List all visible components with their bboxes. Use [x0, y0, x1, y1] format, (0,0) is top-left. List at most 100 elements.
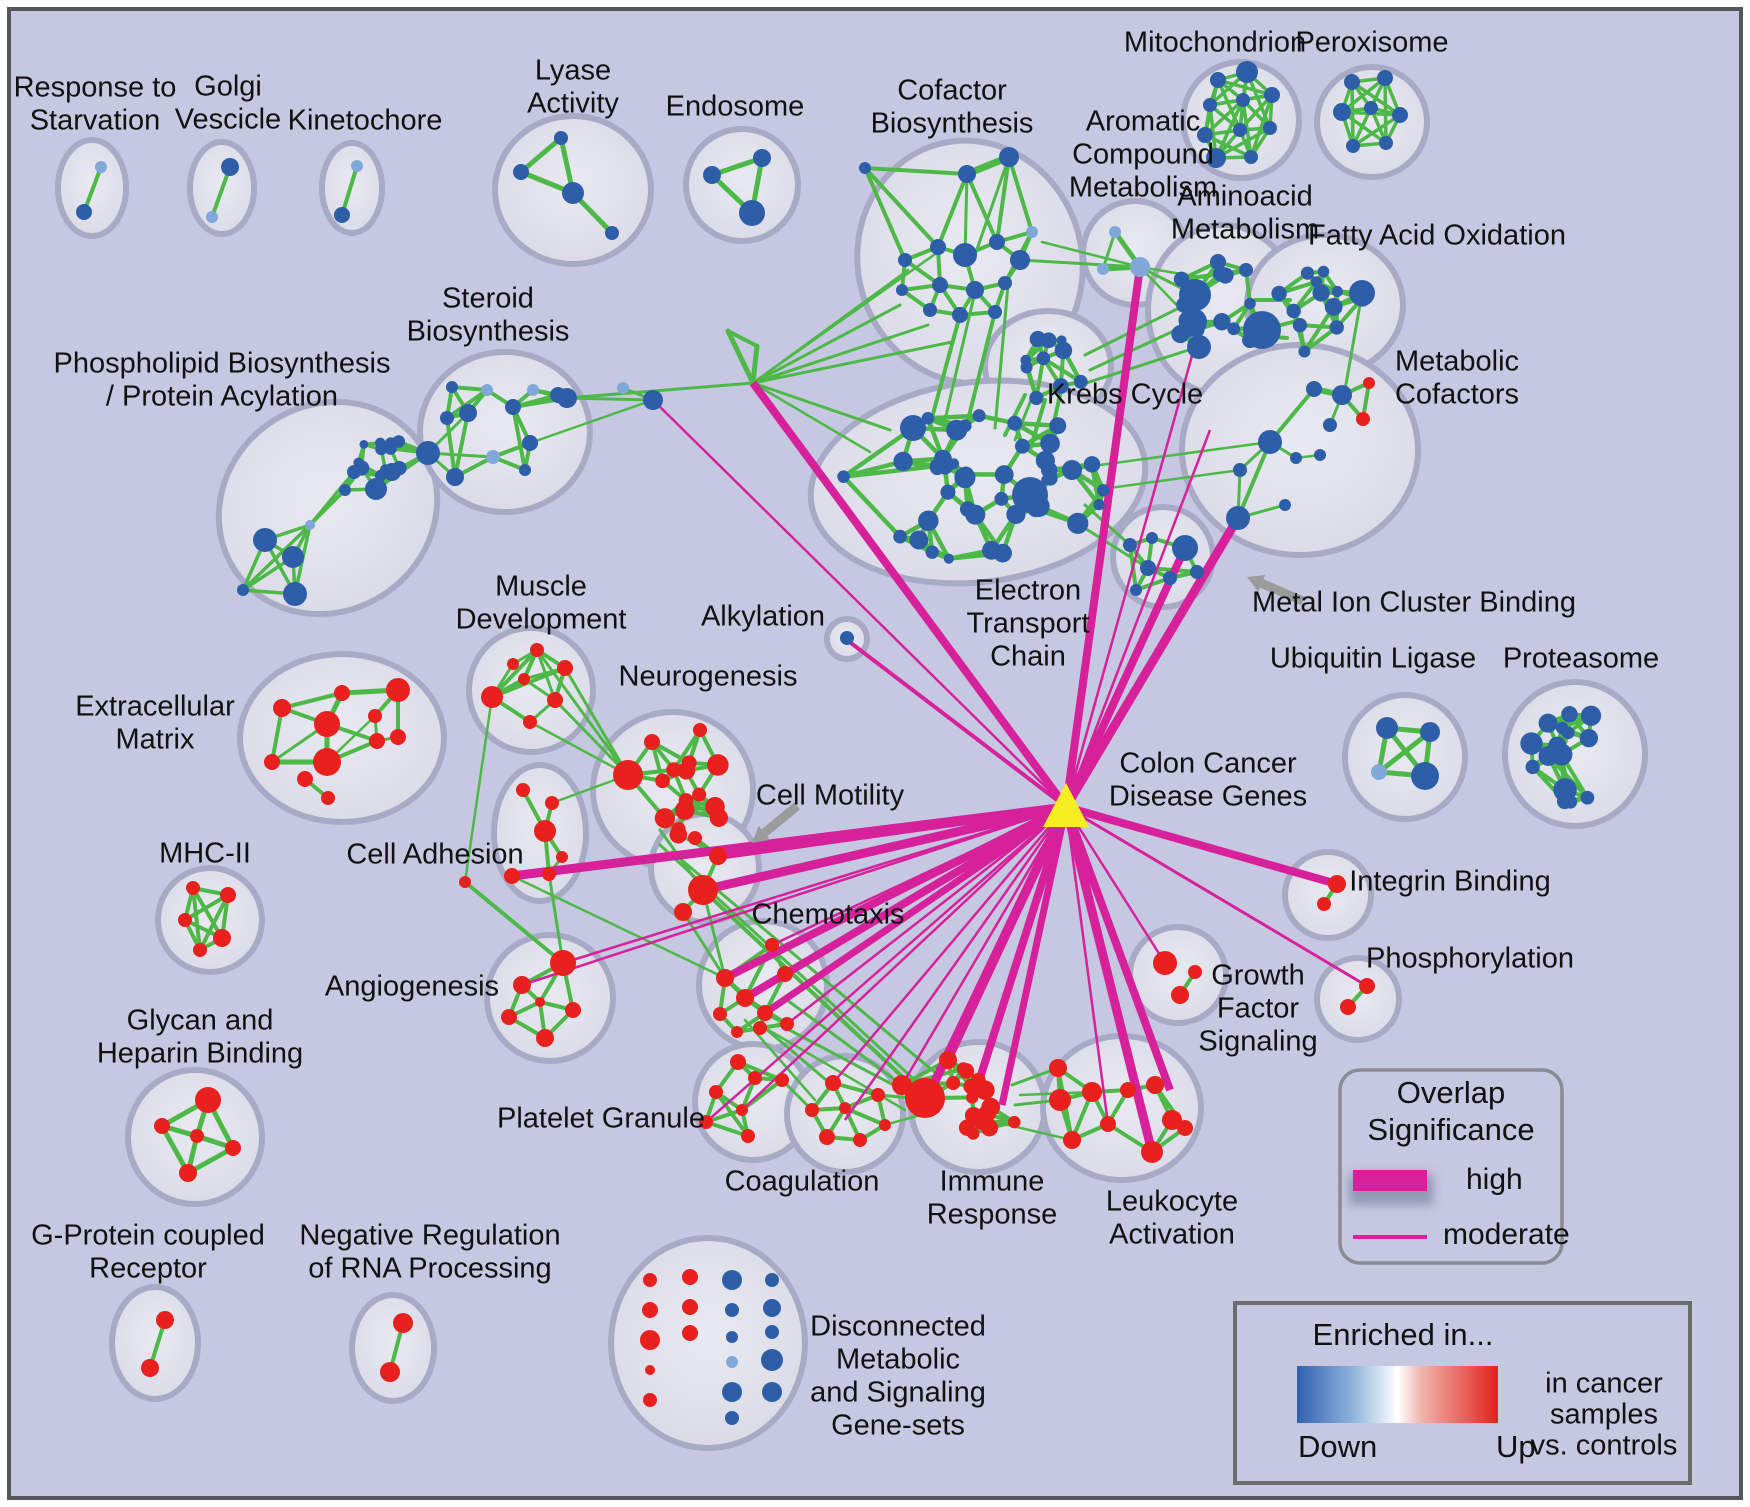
gene-set-node: [513, 164, 529, 180]
gene-set-node: [1140, 560, 1156, 576]
overlap-edge-moderate: [1064, 806, 1167, 964]
gene-set-node: [726, 1356, 738, 1368]
gene-set-node: [1213, 313, 1231, 331]
gene-set-node: [975, 1080, 995, 1100]
gene-set-node: [1306, 381, 1322, 397]
inter-cluster-edge: [1018, 258, 1142, 269]
gene-set-edge: [714, 1090, 750, 1138]
gene-set-node: [481, 384, 493, 396]
gene-set-node: [1067, 512, 1089, 534]
gene-set-node: [225, 1140, 241, 1156]
gene-set-node: [534, 820, 556, 842]
gene-set-edge: [1376, 729, 1433, 775]
overlap-edge-high: [1062, 266, 1144, 808]
clusters.28.label-label: Glycan and: [127, 1005, 274, 1037]
gene-set-node: [964, 1106, 983, 1125]
clusters.38.label-label: and Signaling: [810, 1377, 986, 1409]
legend-overlap-box: [1338, 1068, 1564, 1265]
gene-set-node: [1171, 986, 1189, 1004]
gene-set-edge: [535, 648, 557, 702]
clusters.30.label-label: Integrin Binding: [1349, 866, 1551, 898]
gene-set-edge: [841, 463, 940, 479]
gene-set-node: [1525, 759, 1540, 775]
gene-set-node: [505, 399, 521, 415]
overlap-edge-moderate: [1065, 805, 1368, 988]
overlap-edge-high: [1062, 515, 1242, 810]
gene-set-node: [1130, 257, 1150, 277]
inter-cluster-edge: [751, 250, 940, 385]
gene-set-node: [1141, 1141, 1163, 1163]
gene-set-node: [948, 458, 960, 470]
gene-set-node: [206, 211, 218, 223]
overlap-edge-moderate: [1064, 429, 1212, 808]
gene-set-node: [709, 1085, 723, 1099]
gene-set-edge: [191, 886, 202, 952]
gene-set-node: [763, 1299, 781, 1317]
gene-set-node: [1290, 452, 1302, 464]
angiogenesis-nodes: [501, 950, 581, 1047]
gene-set-node: [762, 1382, 782, 1402]
gene-set-node: [186, 881, 200, 895]
gene-set-node: [334, 685, 350, 701]
gene-set-edge: [518, 135, 564, 175]
clusters.1.label-label: Golgi: [194, 71, 262, 103]
gene-set-node: [1146, 532, 1158, 544]
gene-set-node: [1130, 584, 1142, 596]
gene-set-node: [383, 463, 401, 481]
gene-set-node: [1300, 266, 1315, 280]
gene-set-node: [1035, 450, 1055, 471]
gene-set-node: [722, 1270, 742, 1290]
gene-set-node: [1190, 565, 1204, 579]
gene-set-node: [1082, 1082, 1102, 1102]
cell-adhesion-nodes: [504, 783, 568, 884]
gene-set-node: [725, 1303, 739, 1317]
cell-motility-nodes: [674, 831, 727, 921]
gene-set-node: [392, 435, 406, 448]
gene-set-edge: [270, 706, 284, 764]
gene-set-node: [645, 1365, 655, 1375]
gene-set-node: [918, 510, 939, 531]
gene-set-node: [1243, 311, 1281, 349]
gene-set-node: [1054, 341, 1073, 360]
gene-set-node: [1206, 148, 1226, 168]
inter-cluster-edge: [463, 695, 494, 884]
gene-set-node: [282, 546, 304, 568]
gene-set-edge: [1214, 126, 1272, 160]
gene-set-node: [900, 415, 926, 441]
gene-set-node: [780, 1017, 794, 1031]
gene-set-node: [1226, 506, 1250, 530]
gene-set-node: [1008, 1115, 1021, 1129]
gene-set-edge: [308, 470, 356, 527]
inter-cluster-edge: [751, 340, 954, 385]
inter-cluster-edge: [563, 666, 630, 777]
phosphorylation-ellipse: [1314, 955, 1402, 1043]
clusters.2.label-label: Kinetochore: [288, 105, 443, 137]
inter-cluster-edge: [780, 1078, 814, 1112]
gene-set-node: [1177, 1120, 1193, 1136]
clusters.8.label-label: Compound: [1072, 139, 1214, 171]
gene-set-node: [716, 969, 734, 987]
overlap-edge-moderate: [741, 806, 1067, 1111]
gene-set-node: [643, 1273, 657, 1287]
clusters.10.label-label: Fatty Acid Oxidation: [1308, 220, 1566, 252]
golgi-vescicle-nodes: [206, 158, 239, 223]
gene-set-node: [1411, 762, 1439, 790]
gene-set-node: [1210, 72, 1226, 88]
inter-cluster-edge: [701, 888, 727, 980]
layer-overlap-edges: [511, 266, 1368, 1154]
gene-set-node: [1553, 778, 1577, 802]
gene-set-node: [459, 876, 471, 888]
clusters.36.label-label: Receptor: [89, 1253, 207, 1285]
clusters.13.label-label: Transport: [966, 608, 1089, 640]
gene-set-node: [921, 411, 935, 425]
gene-set-node: [1314, 449, 1326, 461]
proteasome-nodes: [1520, 705, 1602, 810]
overlap-edge-moderate: [562, 805, 1067, 965]
clusters.13.label-label: Chain: [990, 641, 1066, 673]
lyase-activity-nodes: [513, 131, 619, 240]
clusters.33.label-label: Coagulation: [725, 1166, 880, 1198]
inter-cluster-edge: [528, 720, 630, 777]
gene-set-edge: [198, 893, 230, 952]
overlap-edge-moderate: [771, 805, 1067, 947]
